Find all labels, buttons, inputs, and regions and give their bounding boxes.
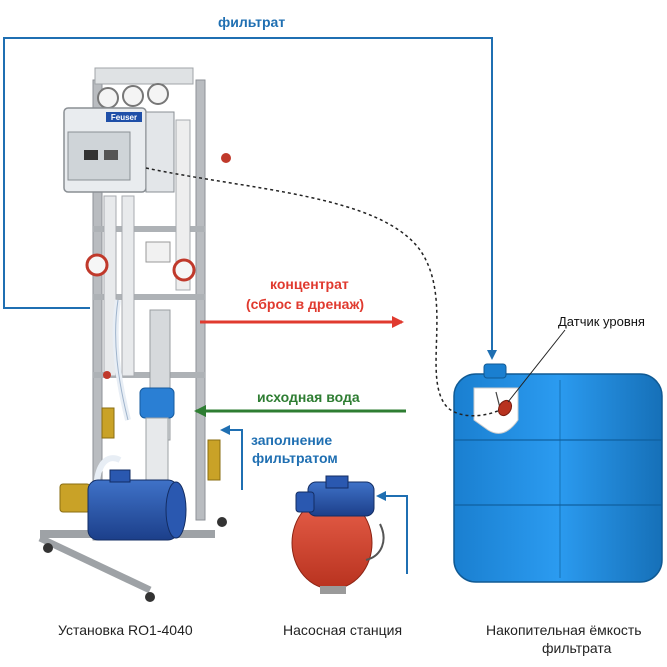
hose-outline xyxy=(115,299,129,421)
filtrate-label: фильтрат xyxy=(218,14,286,30)
fill-filtrate-label: фильтратом xyxy=(252,450,338,466)
valve-handle-icon xyxy=(103,371,111,379)
pipe-vertical xyxy=(175,119,191,291)
membrane-housing xyxy=(121,195,135,377)
brand-logo-plate xyxy=(106,112,142,122)
control-window xyxy=(67,131,131,181)
storage-tank xyxy=(453,363,663,583)
fill-label: заполнение xyxy=(251,432,333,448)
tank-caption-second-line: фильтрата xyxy=(542,640,612,656)
concentrate-label: концентрат xyxy=(270,276,349,292)
unit-caption: Установка RO1-4040 xyxy=(58,622,193,638)
unit-foot xyxy=(217,517,227,527)
tank-lid xyxy=(483,363,507,379)
tank-caption: Накопительная ёмкость xyxy=(486,622,642,638)
prefilter-housing xyxy=(145,417,169,485)
pump-motor xyxy=(87,479,179,541)
pump-station-caption: Насосная станция xyxy=(283,622,403,638)
level-sensor-label: Датчик уровня xyxy=(558,314,645,329)
frame-crossbar xyxy=(93,294,205,300)
solenoid-valve xyxy=(145,241,171,263)
sensor-signal-line xyxy=(145,167,501,417)
pump-station-cable xyxy=(365,523,385,561)
pump-station-motor-end xyxy=(295,491,315,513)
pump-motor-end xyxy=(165,481,187,539)
pump-head xyxy=(59,483,91,513)
pump-station-base xyxy=(320,586,346,594)
flow-meter-icon xyxy=(172,258,196,282)
pump-station-switch xyxy=(325,475,349,489)
pressure-gauge-icon xyxy=(97,87,119,109)
prefilter-head xyxy=(139,387,175,419)
brass-fitting xyxy=(207,439,221,481)
pump-station xyxy=(291,475,385,594)
level-sensor-pointer xyxy=(507,329,566,403)
pressure-gauge-icon xyxy=(122,85,144,107)
gauge-rail xyxy=(94,67,194,85)
pressure-gauge-icon xyxy=(147,83,169,105)
controller-display xyxy=(84,150,98,160)
filtrate-line xyxy=(3,37,497,360)
pump-terminal-box xyxy=(109,469,131,483)
brass-fitting xyxy=(101,407,115,439)
valve-handle-icon xyxy=(221,153,231,163)
frame-crossbar xyxy=(93,372,205,378)
concentrate-drain-label: (сброс в дренаж) xyxy=(246,296,365,312)
unit-foot xyxy=(145,592,155,602)
fill-line xyxy=(220,425,243,490)
brand-logo-text: Feuser xyxy=(111,113,137,122)
tank-to-pump-line xyxy=(376,491,408,574)
control-cabinet-side xyxy=(145,111,175,193)
controller-display xyxy=(104,150,118,160)
ro-unit: Feuser xyxy=(38,67,231,602)
unit-foot xyxy=(43,543,53,553)
frame-crossbar xyxy=(93,226,205,232)
tank-cutaway xyxy=(473,387,519,434)
unit-base-rail xyxy=(38,534,152,594)
flow-meter-icon xyxy=(85,253,109,277)
source-water-label: исходная вода xyxy=(257,389,360,405)
